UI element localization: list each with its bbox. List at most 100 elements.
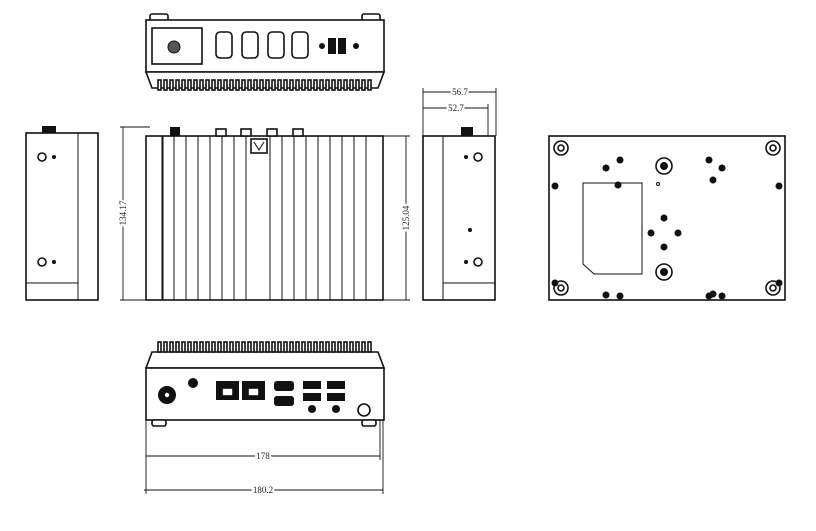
heatsink-fin — [301, 341, 306, 353]
power-connector — [167, 40, 181, 54]
heatsink-fin — [247, 79, 252, 91]
heatsink-fin — [349, 79, 354, 91]
heatsink-fin — [187, 341, 192, 353]
front-panel-view: 178 180.2 — [144, 341, 386, 497]
depth-body-label: 52.7 — [448, 103, 464, 113]
heatsink-fin — [301, 79, 306, 91]
screw — [775, 182, 783, 190]
heatsink-fin — [271, 341, 276, 353]
screw — [775, 279, 783, 287]
heatsink-fin — [253, 79, 258, 91]
com-port — [267, 31, 285, 59]
logo-mark — [250, 138, 268, 154]
heatsink-fin — [199, 341, 204, 353]
heatsink-fin — [277, 341, 282, 353]
screw — [551, 279, 559, 287]
heatsink-fin — [337, 341, 342, 353]
heatsink-fin — [343, 341, 348, 353]
screw — [551, 182, 559, 190]
heatsink-fin — [187, 79, 192, 91]
heatsink-fin — [253, 341, 258, 353]
screw — [616, 156, 624, 164]
heatsink-fin — [235, 341, 240, 353]
usb-port — [327, 381, 345, 389]
usb-port — [328, 38, 336, 54]
heatsink-fin — [181, 79, 186, 91]
heatsink-fin — [181, 341, 186, 353]
rubber-foot-center — [769, 284, 777, 292]
heatsink-fin — [313, 341, 318, 353]
mount-hole — [37, 257, 47, 267]
depth-overall-label: 56.7 — [452, 87, 468, 97]
screw — [705, 156, 713, 164]
heatsink-fin — [355, 341, 360, 353]
heatsink-fin — [265, 79, 270, 91]
left-side-view — [25, 126, 99, 301]
heatsink-fin — [343, 79, 348, 91]
heatsink-fin — [307, 79, 312, 91]
screw — [660, 214, 668, 222]
heatsink-fin — [169, 341, 174, 353]
screw — [705, 292, 713, 300]
heatsink-fin — [217, 79, 222, 91]
heatsink-fin — [265, 341, 270, 353]
heatsink-fin — [241, 79, 246, 91]
heatsink-fin — [349, 341, 354, 353]
heatsink-fin — [229, 341, 234, 353]
heatsink-fin — [289, 341, 294, 353]
usb-port — [303, 381, 321, 389]
usb-port — [327, 393, 345, 401]
hole — [656, 182, 660, 186]
bottom-view — [548, 135, 786, 301]
heatsink-fin — [157, 79, 162, 91]
screw — [319, 43, 325, 49]
rubber-foot-center — [557, 144, 565, 152]
rubber-foot-center — [557, 284, 565, 292]
heatsink-fin — [319, 341, 324, 353]
heatsink-fin — [223, 79, 228, 91]
heatsink-fin — [229, 79, 234, 91]
height-overall-label: 134.17 — [118, 200, 128, 225]
side-body — [25, 132, 99, 301]
usb-port — [303, 393, 321, 401]
heatsink-fin — [217, 341, 222, 353]
width-body-label: 178 — [256, 451, 270, 461]
right-side-view: 56.7 52.7 — [422, 85, 497, 301]
heatsink-fin — [157, 341, 162, 353]
heatsink-fin — [367, 341, 372, 353]
rear-panel-view — [144, 13, 386, 91]
heatsink-fin — [325, 79, 330, 91]
heatsink-fin — [271, 79, 276, 91]
heatsink-fin — [259, 79, 264, 91]
heatsink-fin — [205, 79, 210, 91]
heatsink-fin — [247, 341, 252, 353]
heatsink-fin — [193, 341, 198, 353]
heatsink-fin — [295, 79, 300, 91]
heatsink-fin — [277, 79, 282, 91]
vga-port — [291, 31, 309, 59]
heatsink-fin — [367, 79, 372, 91]
heatsink-fin — [283, 341, 288, 353]
heatsink-fin — [175, 79, 180, 91]
top-view: 134.17 125.04 — [116, 126, 413, 301]
screw — [660, 243, 668, 251]
heatsink-base — [144, 351, 386, 369]
heatsink-fin — [211, 79, 216, 91]
heatsink-fin — [211, 341, 216, 353]
heatsink-fin — [205, 341, 210, 353]
screw — [353, 43, 359, 49]
heatsink-fin — [325, 341, 330, 353]
com-port — [241, 31, 259, 59]
heatsink-fin — [355, 79, 360, 91]
heatsink-fin — [169, 79, 174, 91]
heatsink-fin — [235, 79, 240, 91]
hdmi-port — [274, 381, 294, 391]
screw — [602, 291, 610, 299]
heatsink-fin — [163, 341, 168, 353]
heatsink-fin — [319, 79, 324, 91]
screw — [718, 164, 726, 172]
access-cover — [582, 182, 643, 275]
heatsink-fin — [199, 79, 204, 91]
heatsink-fin — [361, 341, 366, 353]
heatsink-fin — [223, 341, 228, 353]
